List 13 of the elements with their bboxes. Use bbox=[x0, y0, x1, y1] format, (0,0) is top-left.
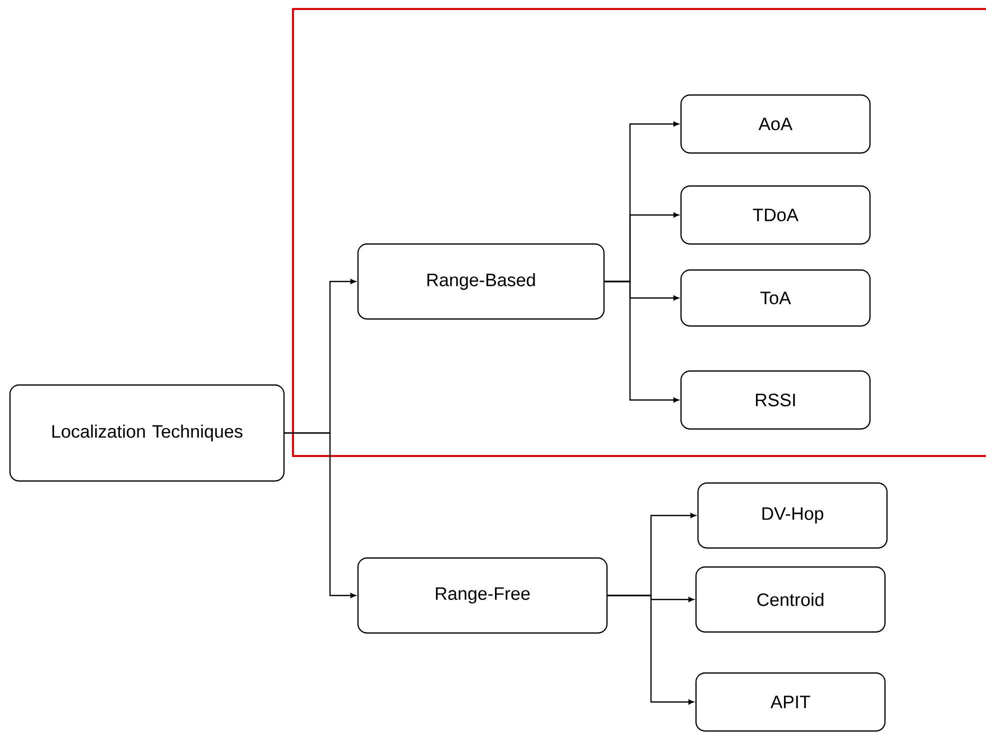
leaf-box: DV-Hop bbox=[697, 482, 888, 549]
category-box: Range-Based bbox=[357, 243, 605, 320]
leaf-box: RSSI bbox=[680, 370, 871, 430]
connector-arrow bbox=[604, 280, 679, 402]
leaf-box: Centroid bbox=[695, 566, 886, 633]
leaf-box: ToA bbox=[680, 269, 871, 327]
connector-arrow bbox=[608, 594, 694, 704]
category-box: Range-Free bbox=[357, 557, 608, 634]
leaf-box: TDoA bbox=[680, 185, 871, 245]
root-box: Localization Techniques bbox=[9, 384, 285, 482]
leaf-box: APIT bbox=[695, 672, 886, 732]
leaf-box: AoA bbox=[680, 94, 871, 154]
connector-arrow bbox=[284, 432, 356, 598]
